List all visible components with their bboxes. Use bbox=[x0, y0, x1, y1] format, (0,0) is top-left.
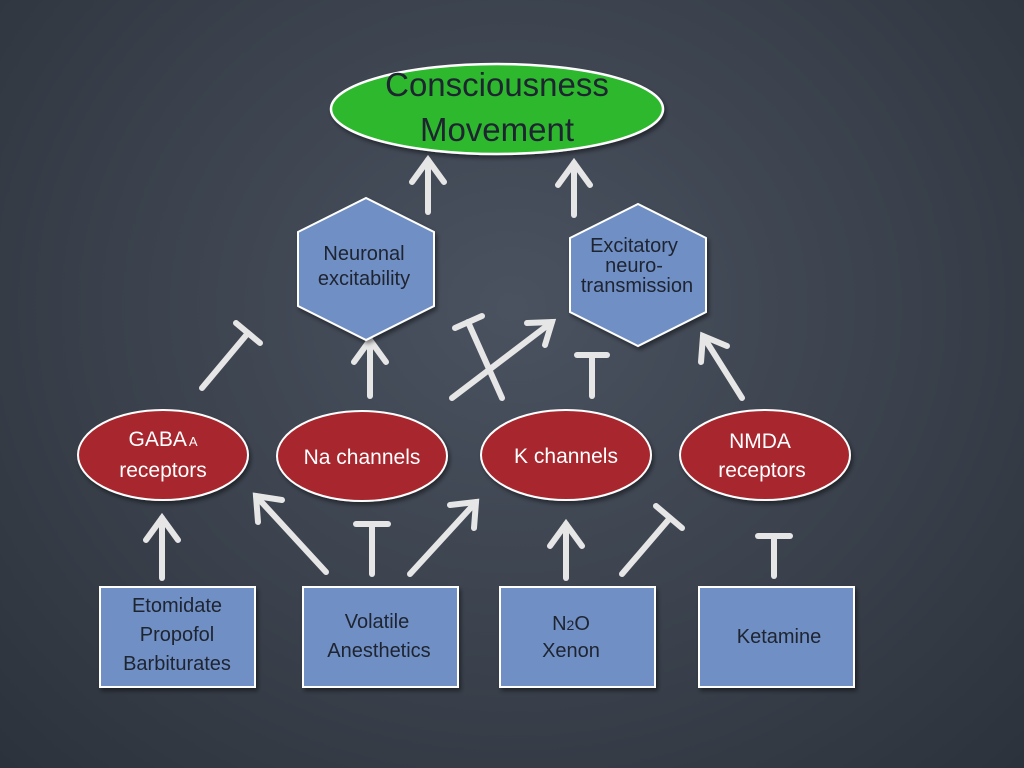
inhibit-gaba-to-neuronal bbox=[199, 320, 263, 391]
iv-agents-node: Etomidate Propofol Barbiturates bbox=[99, 586, 256, 688]
arrow-gas-to-k bbox=[547, 518, 585, 581]
inhibit-gas-to-nmda bbox=[619, 503, 685, 577]
nmda-receptors-node: NMDA receptors bbox=[679, 409, 851, 501]
gas-agents-node: N2O Xenon bbox=[499, 586, 656, 688]
top-line2: Movement bbox=[420, 111, 574, 148]
gas-line1: N2O bbox=[552, 613, 590, 635]
arrow-na-to-neuronal bbox=[351, 334, 389, 399]
ketamine-node: Ketamine bbox=[698, 586, 855, 688]
na-line1: Na channels bbox=[304, 446, 421, 469]
gaba-line2: receptors bbox=[119, 459, 207, 482]
arrow-nmda-to-excitatory bbox=[698, 331, 745, 401]
inhibit-k-to-neuronal bbox=[452, 313, 505, 401]
inhibit-k-to-excitatory bbox=[574, 352, 610, 399]
gas-line2: Xenon bbox=[542, 640, 600, 662]
arrow-na-to-excitatory bbox=[449, 318, 557, 401]
k-channels-node: K channels bbox=[480, 409, 652, 501]
iv-line1: Etomidate bbox=[132, 595, 222, 617]
inhibit-ketamine-to-nmda bbox=[755, 533, 793, 579]
excitatory-line1: Excitatory bbox=[590, 235, 678, 257]
iv-line2: Propofol bbox=[140, 624, 215, 646]
iv-line3: Barbiturates bbox=[123, 653, 231, 675]
arrow-volatile-to-k bbox=[407, 498, 480, 577]
neuronal-excitability-node: Neuronal excitability bbox=[297, 196, 435, 342]
ketamine-line1: Ketamine bbox=[737, 626, 822, 648]
inhibit-volatile-to-na bbox=[353, 521, 391, 577]
top-line1: Consciousness bbox=[385, 66, 609, 103]
volatile-line2: Anesthetics bbox=[327, 640, 430, 662]
volatile-anesthetics-node: Volatile Anesthetics bbox=[302, 586, 459, 688]
k-line1: K channels bbox=[514, 445, 618, 468]
nmda-line2: receptors bbox=[718, 459, 806, 482]
neuronal-line1: Neuronal bbox=[323, 243, 404, 265]
na-channels-node: Na channels bbox=[276, 410, 448, 502]
arrow-neuronal-to-consciousness bbox=[409, 154, 447, 215]
nmda-line1: NMDA bbox=[729, 430, 791, 453]
excitatory-line3: transmission bbox=[581, 275, 693, 297]
neuronal-line2: excitability bbox=[318, 268, 410, 290]
connectors bbox=[143, 154, 793, 581]
arrow-excitatory-to-consciousness bbox=[555, 157, 593, 218]
excitatory-line2: neuro- bbox=[605, 255, 663, 277]
arrow-volatile-to-gaba bbox=[252, 492, 329, 575]
excitatory-neurotransmission-node: Excitatory neuro- transmission bbox=[569, 202, 707, 348]
consciousness-movement-node: Consciousness Movement bbox=[329, 62, 665, 156]
volatile-line1: Volatile bbox=[345, 611, 410, 633]
arrow-iv-to-gaba bbox=[143, 512, 181, 581]
